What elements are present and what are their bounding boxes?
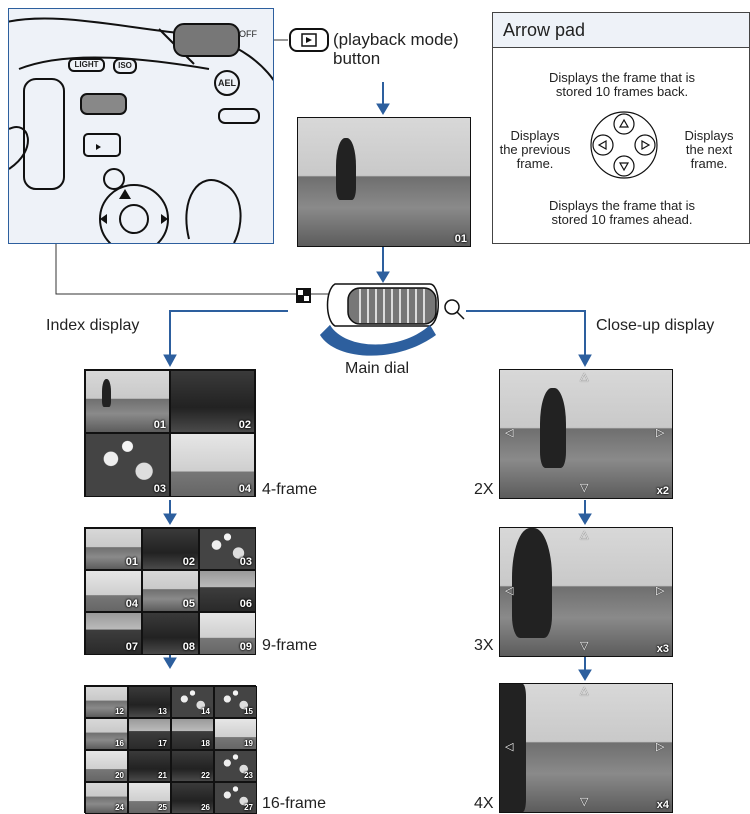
thumb-number: 12: [115, 707, 124, 716]
zoom-badge: x4: [657, 799, 669, 811]
off-label: OFF: [237, 27, 259, 41]
light-button-label: LIGHT: [69, 58, 104, 72]
thumb-number: 09: [240, 641, 252, 653]
ael-button-label: AEL: [215, 76, 239, 90]
thumb-number: 15: [244, 707, 253, 716]
thumb-number: 20: [115, 771, 124, 780]
thumb-number: 14: [201, 707, 210, 716]
thumb-number: 08: [183, 641, 195, 653]
thumb-number: 06: [240, 598, 252, 610]
index-16-frame: 12 13 14 15 16 17 18 19 20 21 22 23 24 2…: [84, 685, 256, 813]
zoom-4x-label: 4X: [474, 795, 494, 813]
thumb-number: 07: [126, 641, 138, 653]
index-display-label: Index display: [46, 317, 139, 335]
photo-number: 01: [455, 233, 467, 245]
thumb-number: 04: [126, 598, 138, 610]
closeup-2x-frame: △ ▽ ◁ ▷ x2: [499, 369, 673, 499]
thumb-number: 13: [158, 707, 167, 716]
arrow-pad-title: Arrow pad: [493, 13, 749, 48]
thumb-number: 21: [158, 771, 167, 780]
arrow-pad-bottom-desc: Displays the frame that is stored 10 fra…: [493, 199, 750, 227]
thumb-number: 24: [115, 803, 124, 812]
thumb-number: 02: [183, 556, 195, 568]
camera-illustration: LIGHT ISO AEL OFF: [8, 8, 274, 244]
arrow-pad-panel: Arrow pad Displays the frame that is sto…: [492, 12, 750, 244]
thumb-number: 05: [183, 598, 195, 610]
thumb-number: 25: [158, 803, 167, 812]
thumb-number: 19: [244, 739, 253, 748]
arrow-pad-top-desc: Displays the frame that is stored 10 fra…: [493, 71, 750, 99]
thumb-number: 03: [154, 483, 166, 495]
iso-button-label: ISO: [112, 59, 138, 73]
thumb-number: 18: [201, 739, 210, 748]
zoom-2x-label: 2X: [474, 481, 494, 499]
thumb-number: 01: [154, 419, 166, 431]
arrow-pad-left-desc: Displays the previous frame.: [495, 129, 575, 171]
zoom-badge: x2: [657, 485, 669, 497]
closeup-3x-frame: △ ▽ ◁ ▷ x3: [499, 527, 673, 657]
main-dial[interactable]: [290, 280, 475, 360]
arrow-pad-icon: [589, 110, 659, 180]
thumb-number: 01: [126, 556, 138, 568]
zoom-badge: x3: [657, 643, 669, 655]
playback-button-icon: [289, 28, 329, 52]
thumb-number: 04: [239, 483, 251, 495]
playback-photo: 01: [297, 117, 471, 247]
closeup-display-label: Close-up display: [596, 317, 714, 335]
thumb-number: 02: [239, 419, 251, 431]
thumb-number: 17: [158, 739, 167, 748]
thumb-number: 27: [244, 803, 253, 812]
camera-body-drawing: [9, 9, 273, 243]
index-16-label: 16-frame: [262, 795, 326, 813]
playback-label-line1: (playback mode): [333, 30, 459, 50]
thumb-number: 22: [201, 771, 210, 780]
playback-label-line2: button: [333, 49, 380, 69]
index-4-label: 4-frame: [262, 481, 317, 499]
thumb-number: 16: [115, 739, 124, 748]
index-9-label: 9-frame: [262, 637, 317, 655]
index-9-frame: 01 02 03 04 05 06 07 08 09: [84, 527, 256, 655]
index-4-frame: 01 02 03 04: [84, 369, 256, 497]
arrow-pad-right-desc: Displays the next frame.: [669, 129, 749, 171]
thumb-number: 03: [240, 556, 252, 568]
main-dial-label: Main dial: [345, 360, 409, 378]
thumb-number: 23: [244, 771, 253, 780]
closeup-4x-frame: △ ▽ ◁ ▷ x4: [499, 683, 673, 813]
thumb-number: 26: [201, 803, 210, 812]
zoom-3x-label: 3X: [474, 637, 494, 655]
